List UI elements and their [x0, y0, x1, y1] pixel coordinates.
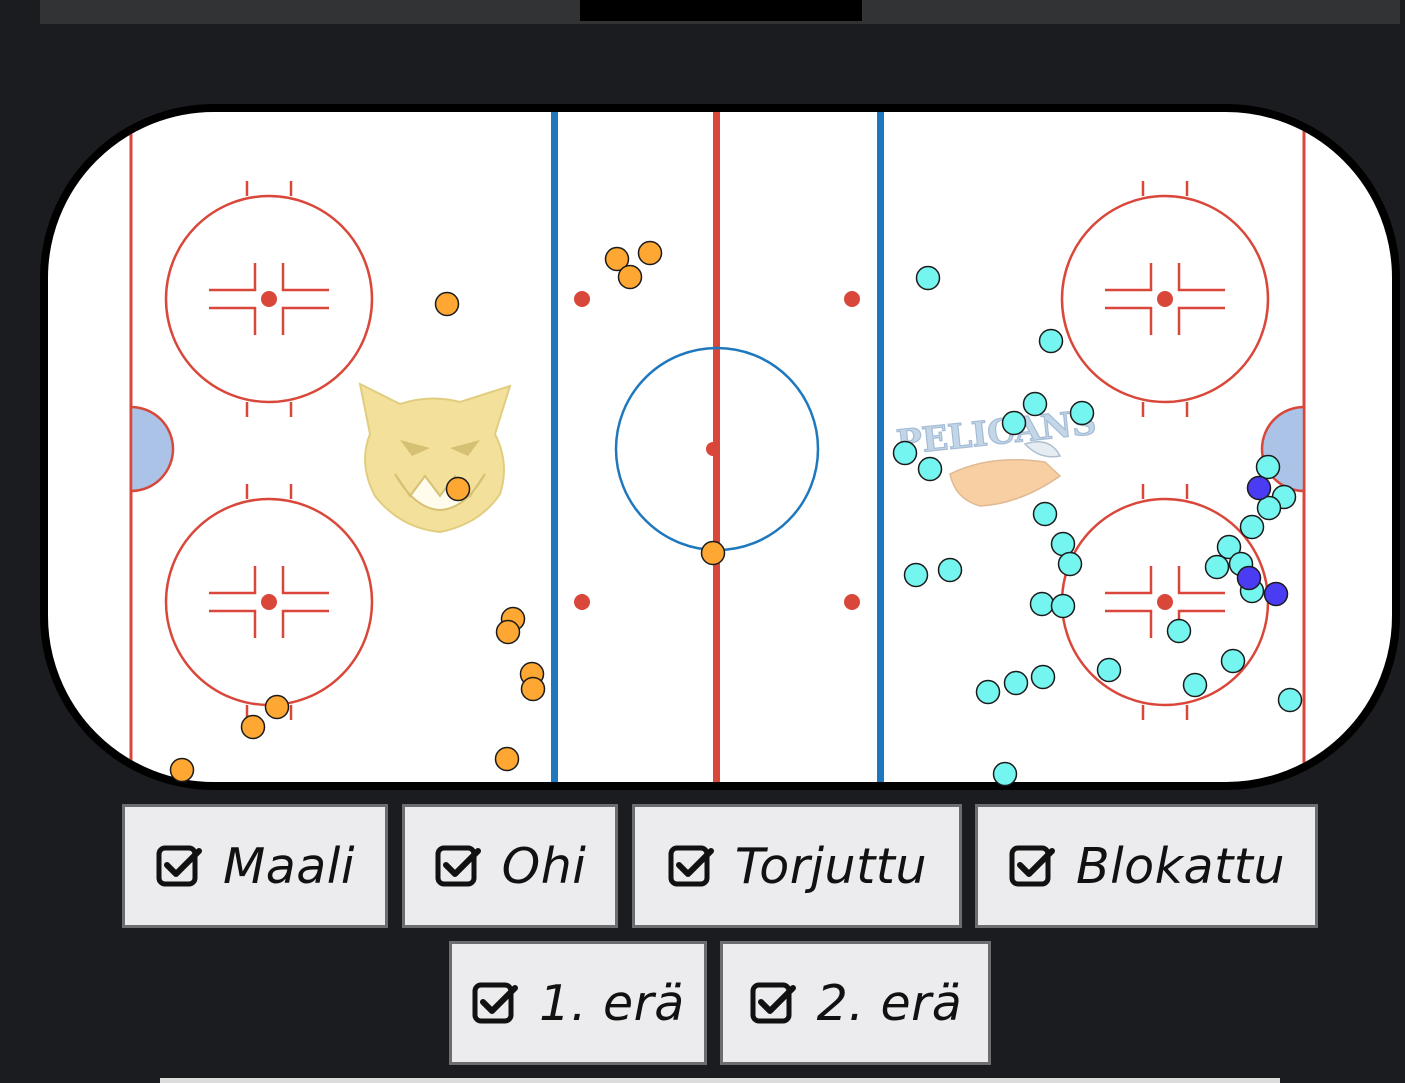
away-shot-marker: [1277, 687, 1303, 713]
faceoff-circle: [164, 181, 374, 417]
hockey-rink: PELICANS: [40, 104, 1400, 790]
away-shot-marker: [892, 440, 918, 466]
lynx-logo-icon: [358, 382, 512, 534]
away-shot-marker: [1256, 495, 1282, 521]
faceoff-dot: [844, 291, 860, 307]
home-shot-marker: [617, 264, 643, 290]
away-shot-marker: [1166, 618, 1192, 644]
blue-line-left: [551, 112, 558, 782]
filter-goal-button[interactable]: Maali: [122, 804, 388, 928]
lynx-head: [358, 382, 512, 534]
rink-shot-map: PELICANS: [40, 104, 1400, 790]
away-shot-marker: [1204, 554, 1230, 580]
checkbox-checked-icon: [749, 979, 797, 1027]
away-shot-marker: [1029, 591, 1055, 617]
away-shot-marker: [903, 562, 929, 588]
away-shot-marker: [1069, 400, 1095, 426]
goal-crease-left: [129, 405, 175, 493]
top-tab[interactable]: [580, 0, 862, 21]
away-shot-marker: [917, 456, 943, 482]
home-shot-marker: [520, 676, 546, 702]
home-shot-marker: [445, 476, 471, 502]
filter-period-1-button[interactable]: 1. erä: [449, 941, 707, 1065]
away-shot-marker: [1239, 514, 1265, 540]
home-shot-marker: [494, 746, 520, 772]
away-shot-marker: [1057, 551, 1083, 577]
away-shot-marker: [1001, 410, 1027, 436]
away-shot-marker: [1216, 534, 1242, 560]
away-shot-marker: [975, 679, 1001, 705]
pelican-head: [1023, 441, 1062, 458]
home-shot-marker: [637, 240, 663, 266]
blue-line-right: [877, 112, 884, 782]
filter-goal-label: Maali: [222, 837, 356, 895]
pelican-beak: [949, 458, 1062, 507]
away-shot-marker: [1003, 670, 1029, 696]
checkbox-checked-icon: [1008, 842, 1056, 890]
rink-lines: [129, 112, 1306, 782]
home-shot-marker: [700, 540, 726, 566]
faceoff-dot: [574, 594, 590, 610]
home-shot-marker: [240, 714, 266, 740]
away-shot-marker: [1022, 391, 1048, 417]
faceoff-circle: [1060, 181, 1270, 417]
away-shot-marker: [992, 761, 1018, 787]
checkbox-checked-icon: [471, 979, 519, 1027]
home-shot-marker: [604, 246, 630, 272]
away-blocked-shot-marker: [1263, 581, 1289, 607]
away-shot-marker: [1050, 593, 1076, 619]
filter-missed-label: Ohi: [501, 837, 587, 895]
away-shot-marker: [915, 265, 941, 291]
filter-blocked-button[interactable]: Blokattu: [975, 804, 1318, 928]
filter-blocked-label: Blokattu: [1075, 837, 1286, 895]
home-shot-marker: [495, 619, 521, 645]
home-shot-marker: [264, 694, 290, 720]
filter-period-1-label: 1. erä: [539, 974, 685, 1032]
faceoff-dot: [574, 291, 590, 307]
filter-missed-button[interactable]: Ohi: [402, 804, 618, 928]
away-shot-marker: [1096, 657, 1122, 683]
away-shot-marker: [1182, 672, 1208, 698]
lynx-eyes: [400, 440, 480, 456]
center-dot: [706, 442, 720, 456]
checkbox-checked-icon: [434, 842, 482, 890]
away-blocked-shot-marker: [1236, 565, 1262, 591]
away-shot-marker: [1255, 454, 1281, 480]
away-shot-marker: [1032, 501, 1058, 527]
shots-layer: [169, 240, 1303, 790]
away-blocked-shot-marker: [1246, 475, 1272, 501]
home-shot-marker: [434, 291, 460, 317]
checkbox-checked-icon: [155, 842, 203, 890]
home-shot-marker: [169, 757, 195, 783]
filter-saved-label: Torjuttu: [734, 837, 928, 895]
bottom-strip: [160, 1078, 1280, 1083]
away-shot-marker: [937, 557, 963, 583]
away-shot-marker: [1220, 648, 1246, 674]
checkbox-checked-icon: [667, 842, 715, 890]
filter-saved-button[interactable]: Torjuttu: [632, 804, 962, 928]
away-shot-marker: [1030, 664, 1056, 690]
faceoff-dot: [844, 594, 860, 610]
filter-period-2-label: 2. erä: [816, 974, 963, 1032]
away-shot-marker: [1038, 328, 1064, 354]
filter-period-2-button[interactable]: 2. erä: [720, 941, 991, 1065]
